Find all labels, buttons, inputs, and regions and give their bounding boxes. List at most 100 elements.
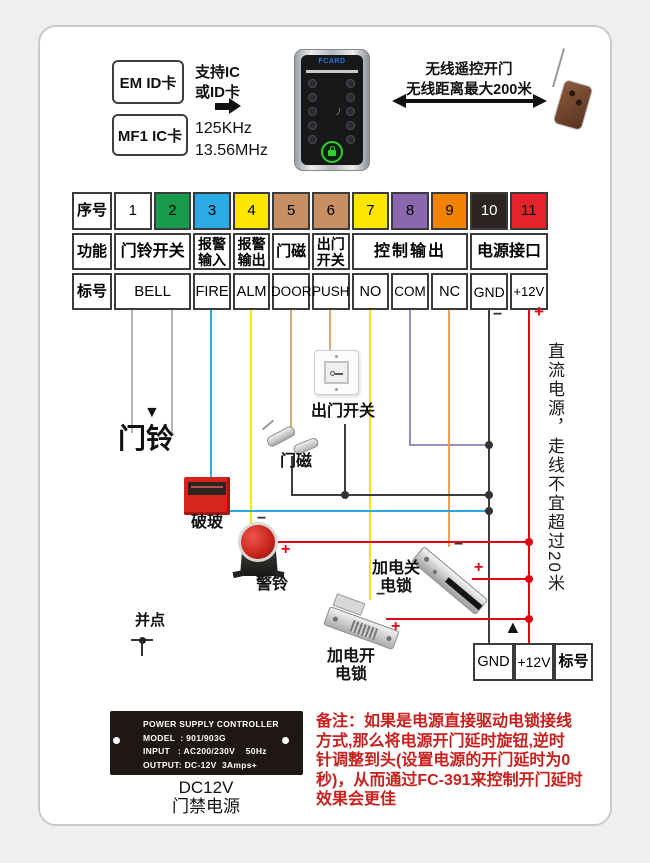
wire-com — [409, 310, 411, 446]
screw-dot — [431, 569, 438, 575]
exit-button-plate — [314, 350, 359, 395]
terminal-1: 1 — [114, 192, 152, 230]
glass-break-window — [188, 482, 226, 495]
junction-dot — [341, 491, 349, 499]
wire-12v — [528, 310, 530, 644]
keypad-button — [346, 135, 355, 144]
terminal-10: 10 — [470, 192, 508, 230]
remark-note: 备注：如果是电源直接驱动电锁接线 方式,那么将电源开门延时旋钮,逆时 针调整到头… — [316, 713, 583, 808]
wire-nc — [448, 310, 450, 547]
card-support-note: 支持IC 或ID卡 — [195, 64, 241, 101]
arrow-right-icon — [229, 98, 241, 114]
arrow-down-icon: ▼ — [144, 404, 160, 421]
junction-legend-dot — [138, 636, 146, 644]
func-exit-button: 出门 开关 — [312, 233, 350, 270]
screw-dot — [335, 388, 338, 391]
wire-glass-to-gnd — [229, 510, 491, 512]
tag-fire: FIRE — [193, 273, 231, 310]
gnd-minus-sign: − — [493, 306, 503, 323]
power-supply-caption: DC12V 门禁电源 — [146, 778, 266, 816]
tag-nc: NC — [430, 273, 469, 310]
wire-push — [329, 310, 331, 350]
output-gnd-cell: GND — [473, 643, 514, 681]
12v-plus-sign: + — [534, 302, 544, 321]
wire-door — [290, 310, 292, 431]
wire-return-to-gnd — [291, 494, 491, 496]
wire-exit-return — [344, 424, 346, 496]
wireless-note-line1: 无线遥控开门 — [425, 62, 513, 78]
glass-break-text-line — [191, 486, 223, 488]
bolt-lock-minus-sign: − — [454, 536, 464, 553]
terminal-4: 4 — [232, 192, 271, 230]
tag-com: COM — [391, 273, 429, 310]
tag-push: PUSH — [312, 273, 350, 310]
keypad-button — [346, 79, 355, 88]
output-tag-cell: 标号 — [554, 643, 593, 681]
glass-break-label: 破玻 — [190, 514, 223, 531]
wire-alm — [250, 310, 252, 524]
keypad-button — [308, 79, 317, 88]
junction-dot — [525, 538, 533, 546]
tag-bell: BELL — [114, 273, 192, 310]
dc-routing-note: 直流电源，走线不宜超过20米 — [545, 342, 564, 593]
output-12v-cell: +12V — [514, 643, 554, 681]
terminal-5: 5 — [272, 192, 310, 230]
row-header-func: 功能 — [72, 233, 112, 270]
double-arrow-icon — [533, 94, 547, 108]
remote-button — [568, 89, 576, 98]
siren-minus-sign: − — [257, 510, 267, 527]
junction-dot — [485, 441, 493, 449]
remote-button — [575, 98, 583, 107]
keypad-button — [308, 93, 317, 102]
card-frequency-note: 125KHz 13.56MHz — [195, 120, 268, 159]
terminal-8: 8 — [391, 192, 429, 230]
junction-dot — [525, 615, 533, 623]
row-header-tag: 标号 — [72, 273, 112, 310]
keypad-button — [346, 121, 355, 130]
wire-strike-lock-plus — [386, 618, 531, 620]
bolt-lock-label: 加电关 电锁 — [371, 560, 420, 595]
terminal-2: 2 — [153, 192, 192, 230]
terminal-3: 3 — [193, 192, 231, 230]
wire-bell-1 — [131, 310, 133, 433]
double-arrow-icon — [392, 94, 406, 108]
keypad-button — [308, 121, 317, 130]
power-supply-caption-line2: 门禁电源 — [172, 797, 240, 816]
em-id-card-box: EM ID卡 — [112, 60, 184, 104]
wireless-note: 无线遥控开门 无线距离最大200米 — [393, 60, 545, 100]
bolt-lock-plus-sign: + — [474, 559, 484, 576]
strike-lock-label: 加电开 电锁 — [326, 648, 375, 683]
wire-siren-plus — [278, 541, 531, 543]
tag-gnd: GND — [470, 273, 508, 310]
doorbell-label: 门铃 — [118, 423, 175, 454]
glass-break-device — [184, 477, 230, 515]
tag-12v: +12V — [510, 273, 548, 310]
junction-legend-symbol — [141, 641, 143, 656]
wireless-note-line2: 无线距离最大200米 — [406, 82, 532, 98]
func-alarm-input: 报警 输入 — [193, 233, 231, 270]
junction-legend-label: 并点 — [134, 612, 165, 629]
screw-dot — [423, 555, 431, 563]
wire-bolt-lock-plus — [472, 578, 531, 580]
key-icon — [330, 371, 335, 376]
lock-icon — [328, 150, 336, 156]
func-alarm-output: 报警 输出 — [232, 233, 271, 270]
brand-logo: FCARD — [318, 58, 346, 65]
terminal-11: 11 — [510, 192, 548, 230]
strike-lock-plus-sign: + — [391, 618, 401, 635]
tag-no: NO — [351, 273, 390, 310]
mf1-ic-card-box: MF1 IC卡 — [112, 114, 188, 156]
strike-lock-minus-sign: − — [376, 586, 386, 603]
screw-dot — [385, 635, 393, 642]
keypad-button — [308, 135, 317, 144]
door-contact-label: 门磁 — [279, 453, 312, 470]
terminal-7: 7 — [351, 192, 390, 230]
screw-dot — [332, 615, 339, 623]
keypad-button — [308, 107, 317, 116]
junction-dot — [525, 575, 533, 583]
screw-hole — [113, 737, 120, 744]
tag-alm: ALM — [232, 273, 271, 310]
siren-dome — [238, 522, 278, 562]
terminal-9: 9 — [430, 192, 469, 230]
